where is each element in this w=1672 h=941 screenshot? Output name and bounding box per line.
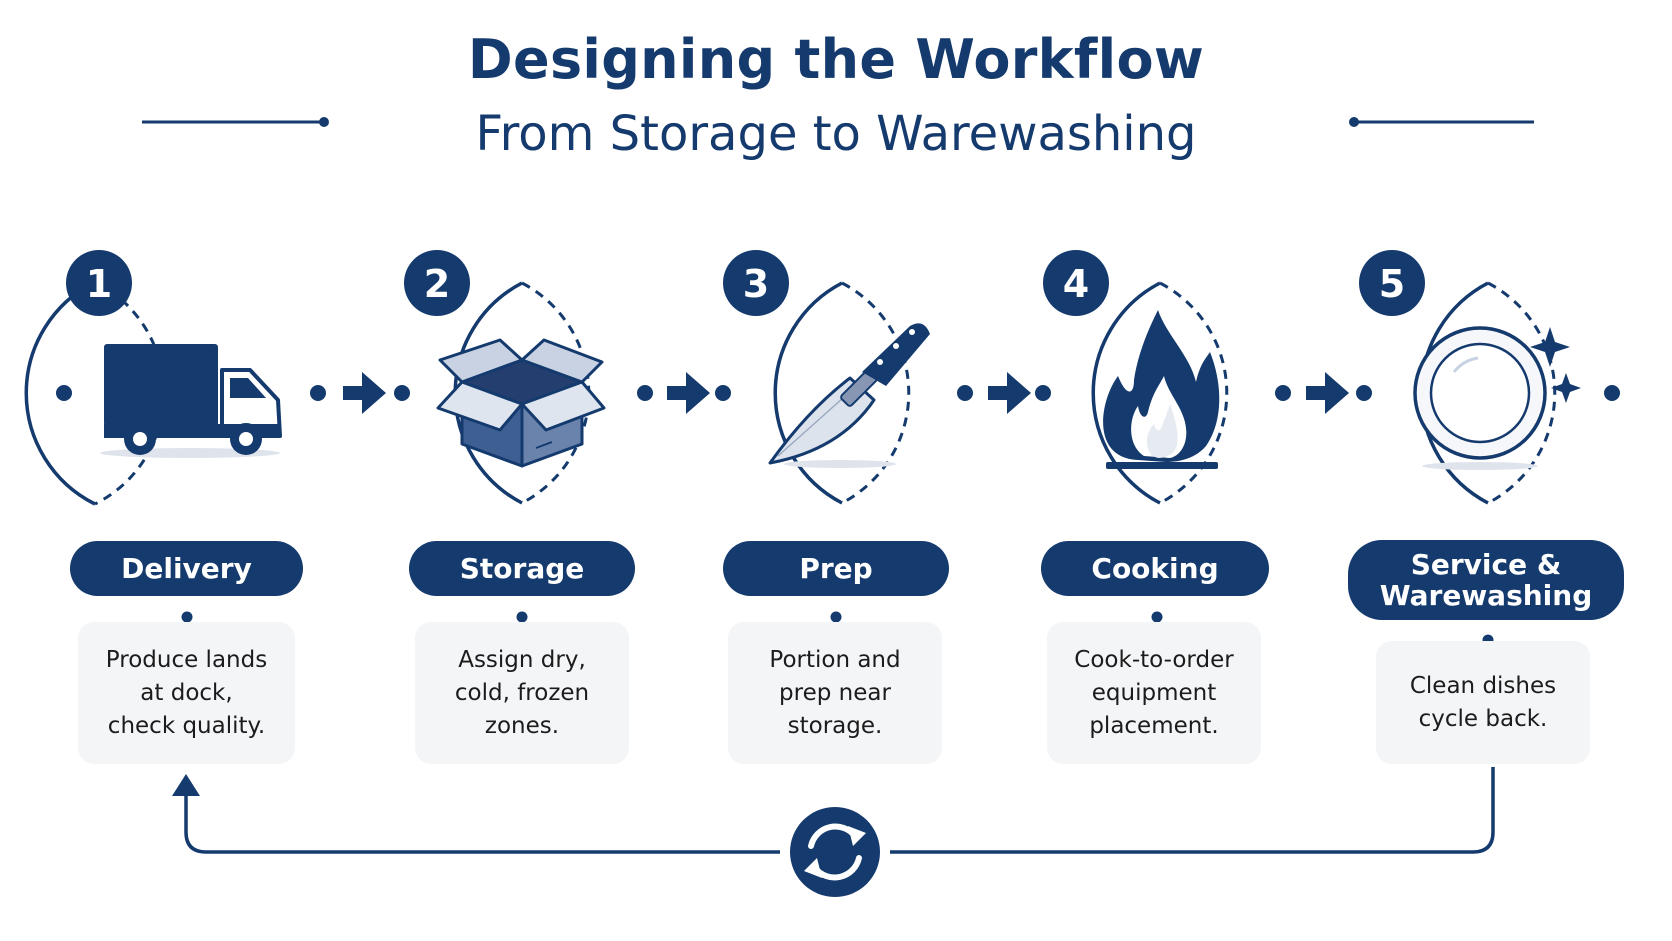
step-3-circle xyxy=(715,281,973,505)
svg-text:5: 5 xyxy=(1379,262,1405,306)
step-5-description: Clean dishes cycle back. xyxy=(1376,641,1590,764)
title-divider-right xyxy=(1349,117,1534,127)
step-2-label: Storage xyxy=(409,541,635,596)
step-2-description: Assign dry, cold, frozen zones. xyxy=(415,622,629,764)
arrow-4-to-5-icon xyxy=(1306,372,1349,414)
page-subtitle: From Storage to Warewashing xyxy=(475,106,1197,162)
step-3-number-badge: 3 xyxy=(723,250,789,316)
step-5-number-badge: 5 xyxy=(1359,250,1425,316)
delivery-truck-icon xyxy=(100,344,282,458)
step-1-description: Produce lands at dock, check quality. xyxy=(78,622,295,764)
step-4-circle xyxy=(1035,281,1291,505)
step-1-number-badge: 1 xyxy=(66,250,132,316)
chef-knife-icon xyxy=(768,323,930,468)
svg-text:1: 1 xyxy=(86,262,112,306)
label-connector-dots xyxy=(181,611,1494,646)
step-1-circle xyxy=(24,280,326,506)
svg-text:3: 3 xyxy=(743,262,769,306)
step-4-description: Cook-to-order equipment placement. xyxy=(1047,622,1261,764)
flame-icon xyxy=(1103,310,1220,469)
svg-text:4: 4 xyxy=(1063,262,1089,306)
return-loop-line xyxy=(172,767,1495,854)
step-3-description: Portion and prep near storage. xyxy=(728,622,942,764)
clean-plate-icon xyxy=(1413,326,1581,470)
step-4-number-badge: 4 xyxy=(1043,250,1109,316)
storage-box-icon xyxy=(436,338,606,468)
arrow-3-to-4-icon xyxy=(988,372,1031,414)
step-5-label: Service & Warewashing xyxy=(1348,540,1624,620)
cycle-arrows-icon xyxy=(790,807,880,897)
page-title: Designing the Workflow xyxy=(467,28,1205,91)
step-3-label: Prep xyxy=(723,541,949,596)
step-4-label: Cooking xyxy=(1041,541,1269,596)
svg-text:2: 2 xyxy=(424,262,450,306)
arrow-1-to-2-icon xyxy=(343,372,386,414)
arrow-2-to-3-icon xyxy=(667,372,710,414)
step-2-number-badge: 2 xyxy=(404,250,470,316)
title-divider-left xyxy=(142,117,329,127)
step-1-label: Delivery xyxy=(70,541,303,596)
